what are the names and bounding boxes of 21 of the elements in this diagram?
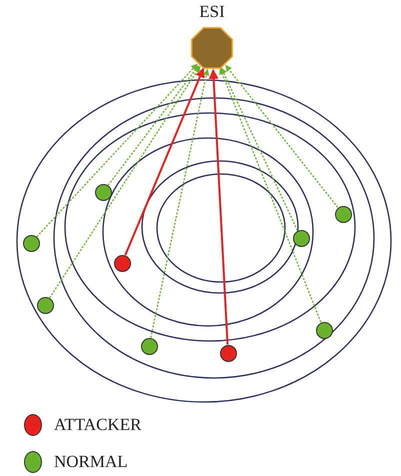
arrow <box>49 66 201 298</box>
node-circle <box>94 184 112 200</box>
arrow <box>220 67 298 231</box>
arrow <box>225 64 338 208</box>
node-circle <box>22 234 40 252</box>
arrow <box>108 65 200 186</box>
node-label: ESI <box>199 2 225 22</box>
legend-label: NORMAL <box>54 452 128 472</box>
node-circle <box>316 322 332 338</box>
node-circle <box>36 296 54 314</box>
arrow <box>208 68 229 345</box>
arrow <box>150 68 210 338</box>
node-circle <box>140 338 158 354</box>
node-circle <box>292 230 310 246</box>
arrow <box>36 64 198 238</box>
node-circle <box>220 344 236 362</box>
arrow <box>219 68 322 322</box>
arrow <box>124 67 205 256</box>
node-circle <box>114 254 130 272</box>
node-circle <box>334 206 352 222</box>
legend-label: ATTACKER <box>54 415 142 435</box>
